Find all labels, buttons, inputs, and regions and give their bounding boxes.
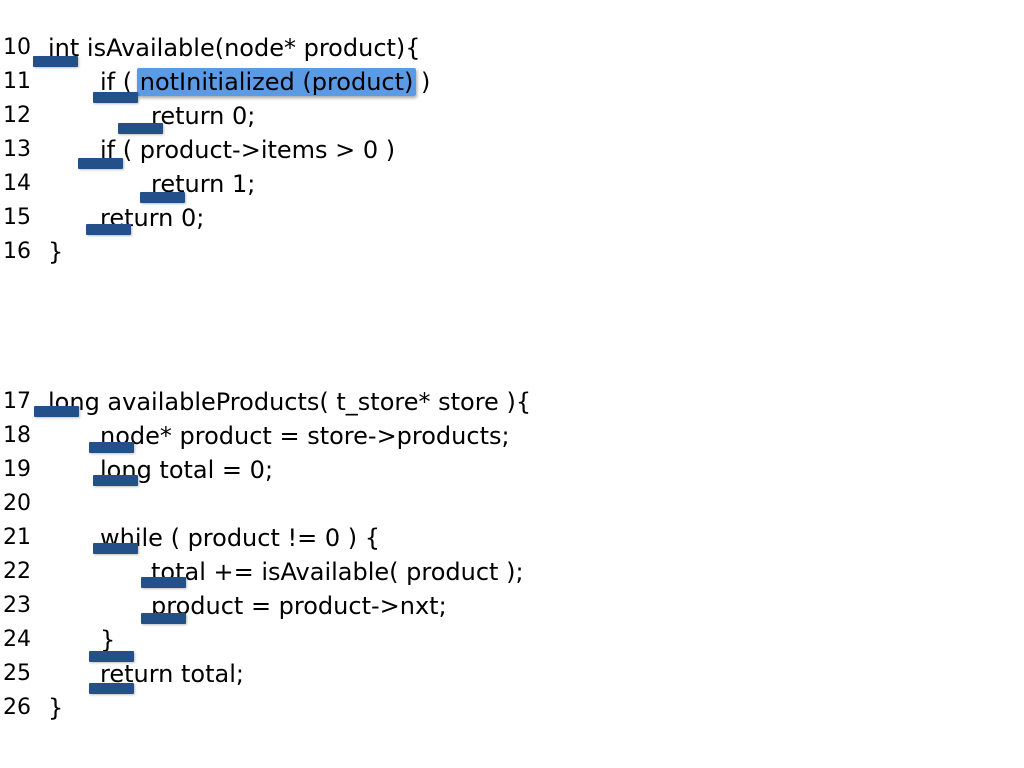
- code-text: long total = 0;: [100, 456, 274, 484]
- code-line-17: 17 long availableProducts( t_store* stor…: [0, 385, 1024, 419]
- code-text: }: [100, 626, 116, 654]
- code-text: if ( notInitialized (product) ): [100, 65, 430, 99]
- code-text: product = product->nxt;: [151, 592, 447, 620]
- line-marker-21[interactable]: [93, 543, 138, 554]
- line-marker-12[interactable]: [118, 123, 163, 134]
- code-text: node* product = store->products;: [100, 422, 510, 450]
- line-number: 23: [3, 593, 31, 618]
- code-line-16: 16 }: [0, 235, 1024, 269]
- line-marker-24[interactable]: [89, 651, 134, 662]
- line-number: 26: [3, 695, 31, 720]
- code-line-10: 10 int isAvailable(node* product){: [0, 31, 1024, 65]
- code-line-24: 24 }: [0, 623, 1024, 657]
- line-number: 15: [3, 205, 31, 230]
- line-number: 21: [3, 525, 31, 550]
- line-marker-14[interactable]: [140, 192, 185, 203]
- line-number: 18: [3, 423, 31, 448]
- code-text: long availableProducts( t_store* store )…: [48, 388, 532, 416]
- code-line-15: 15 return 0;: [0, 201, 1024, 235]
- line-marker-23[interactable]: [141, 613, 186, 624]
- line-number: 11: [3, 69, 31, 94]
- line-number: 25: [3, 661, 31, 686]
- code-line-26: 26 }: [0, 691, 1024, 725]
- code-text: }: [48, 238, 64, 266]
- line-number: 14: [3, 171, 31, 196]
- line-marker-15[interactable]: [86, 224, 131, 235]
- line-marker-13[interactable]: [78, 158, 123, 169]
- code-text: return 0;: [100, 204, 205, 232]
- line-marker-11[interactable]: [93, 92, 138, 103]
- line-marker-17[interactable]: [34, 406, 79, 417]
- line-marker-18[interactable]: [89, 442, 134, 453]
- line-marker-25[interactable]: [89, 683, 134, 694]
- code-text: }: [48, 694, 64, 722]
- code-line-23: 23 product = product->nxt;: [0, 589, 1024, 623]
- code-line-19: 19 long total = 0;: [0, 453, 1024, 487]
- code-line-20: 20: [0, 487, 1024, 521]
- code-line-25: 25 return total;: [0, 657, 1024, 691]
- code-line-12: 12 return 0;: [0, 99, 1024, 133]
- line-number: 16: [3, 239, 31, 264]
- line-marker-22[interactable]: [141, 577, 186, 588]
- line-number: 12: [3, 103, 31, 128]
- highlighted-code[interactable]: notInitialized (product): [136, 68, 417, 96]
- line-number: 24: [3, 627, 31, 652]
- line-number: 17: [3, 389, 31, 414]
- code-line-11: 11 if ( notInitialized (product) ): [0, 65, 1024, 99]
- code-text: int isAvailable(node* product){: [48, 34, 421, 62]
- code-text: if ( product->items > 0 ): [100, 136, 396, 164]
- line-marker-19[interactable]: [93, 475, 138, 486]
- line-number: 19: [3, 457, 31, 482]
- line-marker-10[interactable]: [33, 56, 78, 67]
- line-number: 13: [3, 137, 31, 162]
- code-text: return 0;: [151, 102, 256, 130]
- code-text-before: if (: [100, 68, 140, 96]
- code-line-18: 18 node* product = store->products;: [0, 419, 1024, 453]
- code-line-21: 21 while ( product != 0 ) {: [0, 521, 1024, 555]
- code-text-after: ): [413, 68, 431, 96]
- line-number: 10: [3, 35, 31, 60]
- code-text: total += isAvailable( product );: [151, 558, 524, 586]
- line-number: 20: [3, 491, 31, 516]
- code-text: while ( product != 0 ) {: [100, 524, 381, 552]
- line-number: 22: [3, 559, 31, 584]
- code-line-13: 13 if ( product->items > 0 ): [0, 133, 1024, 167]
